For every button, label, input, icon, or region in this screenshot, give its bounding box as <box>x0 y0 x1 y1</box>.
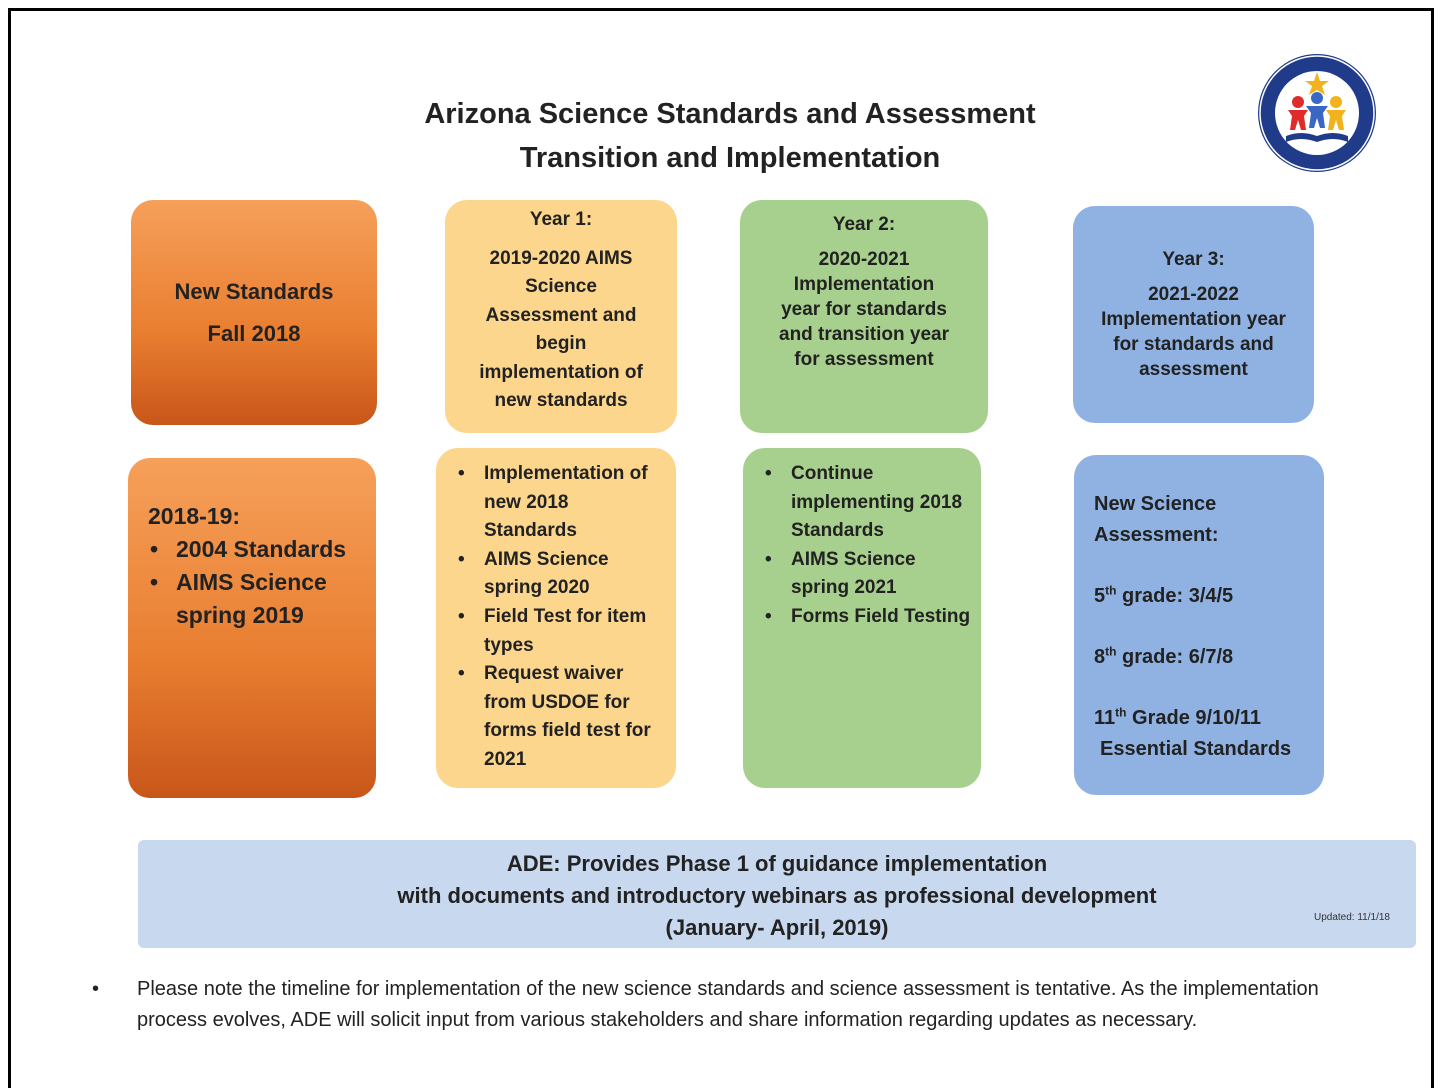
year1-line: 2019-2020 AIMS <box>489 247 633 269</box>
guidance-banner: ADE: Provides Phase 1 of guidance implem… <box>138 840 1416 948</box>
year1-line: begin <box>535 333 587 354</box>
year1-details-list: Implementation of new 2018 Standards AIM… <box>456 460 666 775</box>
year1-line: implementation of <box>479 361 643 383</box>
year1-line: Science <box>525 276 597 297</box>
grade-5-line: 5th grade: 3/4/5 <box>1094 583 1234 607</box>
new-standards-label: New Standards <box>174 278 334 304</box>
year3-line: for standards and <box>1113 334 1274 355</box>
note-bullet: • <box>92 978 100 1000</box>
assessment-heading-1: New Science <box>1094 493 1217 515</box>
page-title: Arizona Science Standards and Assessment… <box>380 92 1080 180</box>
year3-heading: Year 3: <box>1162 249 1225 270</box>
slide-frame <box>8 8 1434 1088</box>
current-year-list: 2004 Standards AIMS Science spring 2019 <box>148 533 358 632</box>
year2-box: Year 2: 2020-2021 Implementation year fo… <box>740 200 988 433</box>
new-assessment-box: New Science Assessment: 5th grade: 3/4/5… <box>1074 455 1324 795</box>
year2-line: year for standards <box>781 299 947 320</box>
title-line-2: Transition and Implementation <box>519 142 941 174</box>
title-line-1: Arizona Science Standards and Assessment <box>424 98 1036 130</box>
banner-line-2: with documents and introductory webinars… <box>397 883 1157 908</box>
list-item: AIMS Science spring 2020 <box>456 546 666 603</box>
list-item: Implementation of new 2018 Standards <box>456 460 666 546</box>
current-year-heading: 2018-19: <box>148 503 241 529</box>
grade-11-line-2: Essential Standards <box>1100 738 1292 760</box>
year2-details-list: Continue implementing 2018 Standards AIM… <box>763 460 971 632</box>
new-standards-box: New Standards Fall 2018 <box>131 200 377 425</box>
year1-box: Year 1: 2019-2020 AIMS Science Assessmen… <box>445 200 677 433</box>
list-item: AIMS Science spring 2021 <box>763 546 971 603</box>
year2-line: Implementation <box>793 274 935 295</box>
year1-heading: Year 1: <box>529 209 593 230</box>
year2-details-box: Continue implementing 2018 Standards AIM… <box>743 448 981 788</box>
list-item: Request waiver from USDOE for forms fiel… <box>456 660 666 774</box>
tentative-note: • Please note the timeline for implement… <box>88 974 1388 1036</box>
year2-line: 2020-2021 <box>818 249 910 270</box>
year1-line: Assessment and <box>485 304 637 326</box>
list-item: Field Test for item types <box>456 603 666 660</box>
year3-line: assessment <box>1139 359 1248 380</box>
year3-line: 2021-2022 <box>1148 284 1239 305</box>
year2-line: for assessment <box>794 349 934 370</box>
year2-line: and transition year <box>779 324 949 345</box>
new-standards-date: Fall 2018 <box>207 320 301 346</box>
updated-date: Updated: 11/1/18 <box>1314 912 1390 923</box>
current-year-box: 2018-19: 2004 Standards AIMS Science spr… <box>128 458 376 798</box>
ade-seal-logo <box>1258 54 1376 172</box>
list-item: AIMS Science spring 2019 <box>148 566 358 632</box>
list-item: Continue implementing 2018 Standards <box>763 460 971 546</box>
year1-details-box: Implementation of new 2018 Standards AIM… <box>436 448 676 788</box>
banner-line-3: (January- April, 2019) <box>665 915 889 940</box>
note-text: Please note the timeline for implementat… <box>137 978 1319 1031</box>
year2-heading: Year 2: <box>832 214 896 235</box>
banner-line-1: ADE: Provides Phase 1 of guidance implem… <box>506 851 1048 876</box>
grade-11-line: 11th Grade 9/10/11 <box>1094 705 1262 729</box>
assessment-heading-2: Assessment: <box>1094 524 1219 546</box>
grade-8-line: 8th grade: 6/7/8 <box>1094 644 1234 668</box>
year1-line: new standards <box>494 390 628 411</box>
year3-box: Year 3: 2021-2022 Implementation year fo… <box>1073 206 1314 423</box>
year3-line: Implementation year <box>1101 309 1286 330</box>
list-item: Forms Field Testing <box>763 603 971 632</box>
list-item: 2004 Standards <box>148 533 358 566</box>
